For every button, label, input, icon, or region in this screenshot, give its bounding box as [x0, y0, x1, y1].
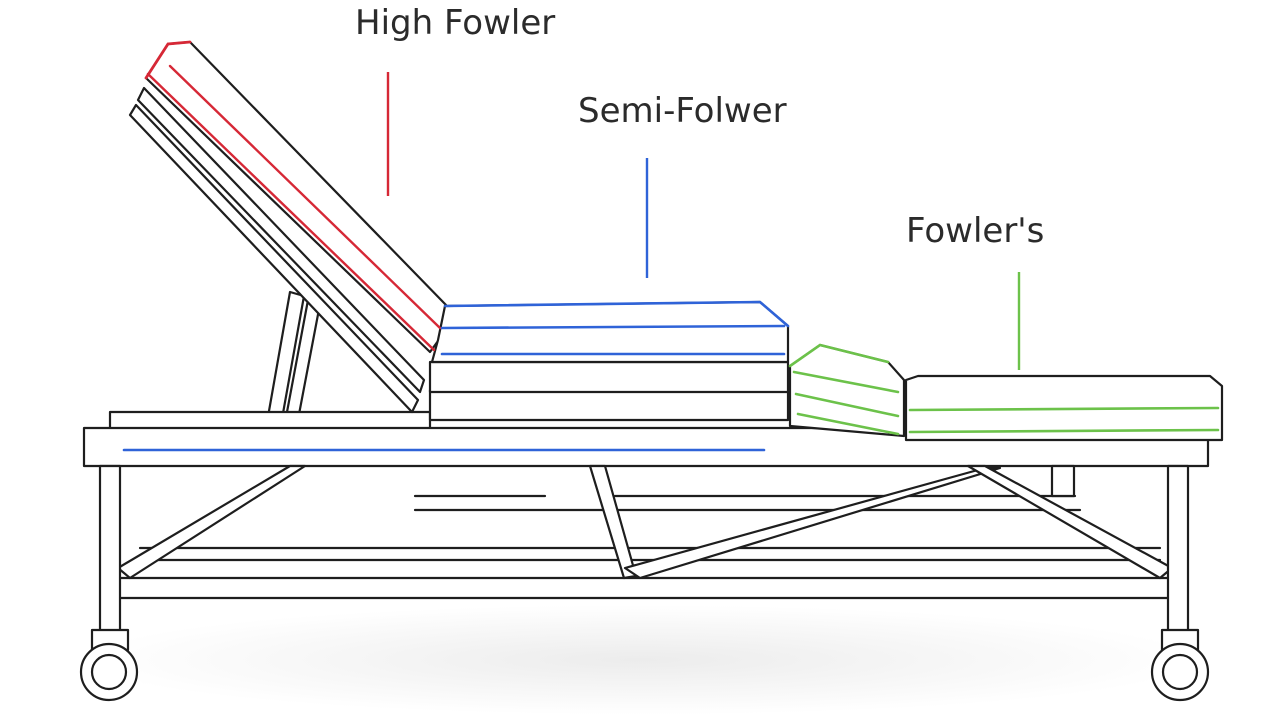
seat-section	[428, 300, 790, 422]
caster-left	[79, 628, 139, 702]
fowlers-label: Fowler's	[906, 211, 1045, 251]
backrest-section	[128, 40, 448, 414]
high-fowler-stripes	[144, 40, 442, 352]
semi-fowler-stripes	[122, 300, 790, 452]
semi-fowler-label: Semi-Folwer	[578, 91, 787, 131]
backrest-supports	[264, 290, 322, 432]
caster-right	[1150, 628, 1210, 702]
high-fowler-label: High Fowler	[355, 3, 556, 43]
bed-frame	[98, 464, 1190, 634]
floor-shadow	[80, 605, 1200, 715]
fowlers-stripes	[788, 343, 1220, 436]
